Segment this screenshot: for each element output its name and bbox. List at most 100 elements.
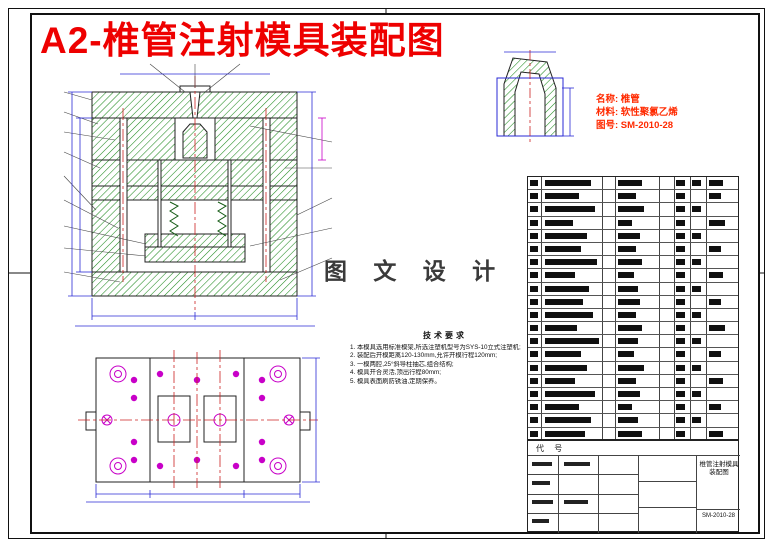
title-block-line [696,455,697,533]
bom-cell-bar [676,391,685,397]
bom-cell-bar [676,259,685,266]
bom-row [528,243,738,257]
bom-cell-bar [530,219,538,226]
tech-req-item: 2. 装配后开模距离120-130mm,允许开模行程120mm; [350,352,497,360]
part-detail-view [496,50,574,142]
title-block-entry-bar [532,462,552,466]
bom-cell-bar [709,325,725,332]
bom-cell-bar [692,206,701,213]
bom-cell-bar [545,430,585,437]
title-block-line [528,513,638,514]
bom-row [528,296,738,309]
title-block-line [528,474,638,475]
bom-cell-bar [545,298,583,305]
bom-cell-bar [545,417,591,424]
bom-cell-bar [676,338,685,345]
title-block-drawing-no: SM-2010-28 [701,513,736,519]
main-dimension-lines [68,73,316,327]
part-info-block: 名称: 椎管 材料: 软性聚氯乙烯 图号: SM-2010-28 [596,93,678,132]
tech-req-list: 1. 本模具选用标准模架,所选注塑机型号为SYS-10立式注塑机;2. 装配后开… [350,344,540,386]
title-block-code-label: 代 号 [536,444,567,453]
bom-row [528,190,738,204]
bom-cell-bar [545,180,591,186]
title-block-entry-bar [564,500,588,504]
bom-cell-bar [676,298,685,305]
bom-cell-bar [676,245,685,252]
bom-cell-bar [709,180,723,186]
title-block-entry-bar [564,462,590,466]
bom-cell-bar [530,391,538,397]
bom-cell-bar [692,180,701,186]
part-name-label: 名称: 椎管 [596,94,640,105]
bom-row [528,177,738,191]
bom-cell-bar [692,391,701,397]
bom-cell-bar [545,206,595,213]
main-centerlines [122,76,267,310]
bom-cell-bar [530,298,538,305]
bom-cell-bar [709,430,723,437]
bom-row [528,322,738,336]
bom-rows [528,177,738,441]
bom-cell-bar [692,232,701,239]
bom-cell-bar [676,377,685,384]
plan-view-dimensions [86,357,320,503]
bom-cell-bar [618,298,640,305]
bom-row [528,269,738,283]
main-magenta-dimension [318,117,326,161]
bom-cell-bar [618,180,642,186]
bom-cell-bar [676,193,685,200]
bom-row [528,414,738,428]
bom-cell-bar [545,245,581,252]
bom-cell-bar [709,351,721,358]
bom-cell-bar [692,417,701,424]
tech-req-item: 1. 本模具选用标准模架,所选注塑机型号为SYS-10立式注塑机; [350,344,521,351]
bom-cell-bar [709,404,721,411]
bom-cell-bar [709,272,723,279]
bom-cell-bar [530,272,538,279]
bom-row [528,309,738,323]
bom-cell-bar [618,377,636,384]
bom-cell-bar [618,325,642,332]
bom-row [528,362,738,375]
bom-cell-bar [709,245,721,252]
bom-cell-bar [545,272,575,279]
bom-cell-bar [676,364,685,371]
title-block-entry-bar [532,481,550,485]
bom-cell-bar [618,193,636,200]
title-block-entry-bar [532,500,553,504]
bom-cell-bar [618,285,638,292]
bom-cell-bar [530,311,538,318]
bom-cell-bar [692,259,701,266]
plan-view-pin-holes [130,370,266,470]
bom-cell-bar [618,417,638,424]
leader-lines [63,63,333,283]
bom-cell-bar [676,232,685,239]
bom-cell-bar [692,285,701,292]
bom-table [527,176,739,441]
bom-row [528,283,738,296]
bom-cell-bar [530,338,538,345]
bom-cell-bar [618,245,636,252]
tech-req-item: 3. 一模两腔,25°斜导柱抽芯,组合结构; [350,360,454,368]
bom-cell-bar [618,364,644,371]
title-block-line [558,455,559,533]
bom-cell-bar [676,404,685,411]
watermark-text: 图 文 设 计 [324,258,506,284]
bom-cell-bar [530,245,538,252]
part-drawing-no-label: 图号: SM-2010-28 [596,120,674,131]
bom-cell-bar [709,193,721,200]
bom-row [528,335,738,349]
bom-cell-bar [618,232,640,239]
bom-cell-bar [676,417,685,424]
bom-cell-bar [618,259,642,266]
bom-cell-bar [545,219,573,226]
bom-cell-bar [618,219,632,226]
bom-cell-bar [545,325,577,332]
bom-cell-bar [545,285,589,292]
bom-cell-bar [676,219,685,226]
bom-cell-bar [676,311,685,318]
title-block-entry-bar [532,519,549,523]
title-block-line [696,509,740,510]
